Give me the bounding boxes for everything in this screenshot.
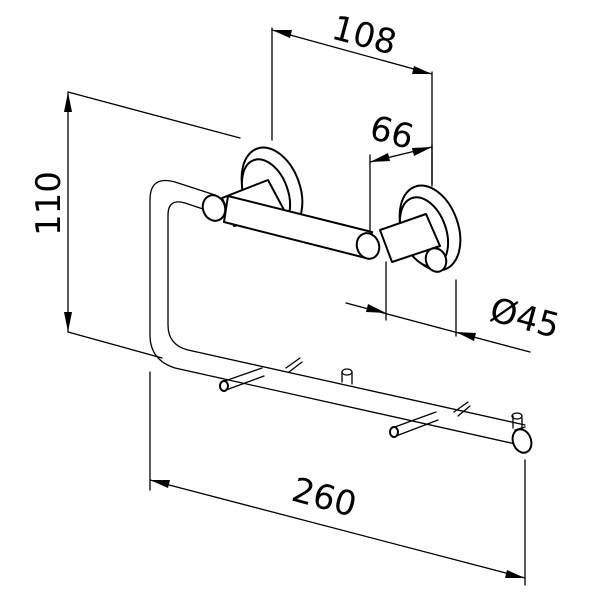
- right-post: [379, 213, 448, 273]
- dim-diameter: Ø45: [345, 261, 564, 353]
- dim-108: 108: [271, 8, 433, 185]
- dim-260-label: 260: [288, 470, 361, 525]
- front-tube-end: [511, 426, 533, 454]
- dim-diameter-label: Ø45: [486, 290, 564, 347]
- dim-110: 110: [29, 91, 241, 359]
- dim-108-label: 108: [328, 8, 401, 63]
- dim-110-label: 110: [29, 171, 69, 236]
- dim-66-label: 66: [366, 108, 418, 158]
- hooks: [219, 357, 523, 438]
- towel-rail-product: [149, 146, 533, 454]
- dimension-lines: 108 66 110 Ø45: [29, 8, 564, 586]
- middle-rail: [223, 195, 381, 260]
- u-frame-bar: [149, 179, 526, 446]
